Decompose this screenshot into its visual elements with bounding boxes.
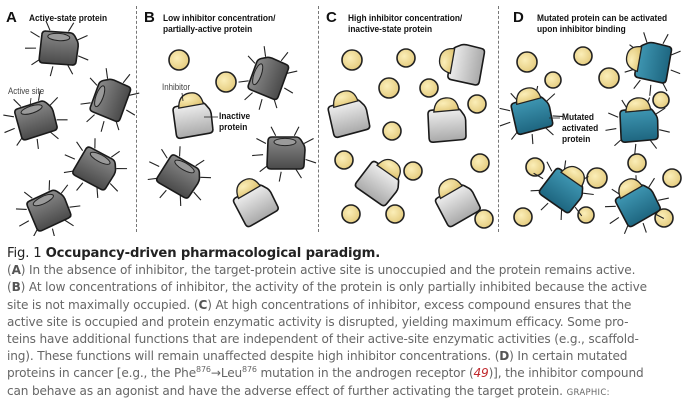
panel-ref-d: D <box>499 349 510 364</box>
figure-illustration: A Active-state protein B Low inhibitor c… <box>3 6 682 236</box>
mutated-protein-label-line2: activated <box>562 123 599 134</box>
caption-line-5: teins have additional functions that are… <box>7 332 639 347</box>
inactive-protein-label-line2: protein <box>219 122 248 133</box>
inactive-protein <box>172 92 214 140</box>
caption-line-2: (B) At low concentrations of inhibitor, … <box>7 280 647 295</box>
panel-title-c-line2: inactive-state protein <box>348 24 433 35</box>
caption-line-8: can behave as an agonist and have the ad… <box>7 383 610 398</box>
inactive-protein <box>438 43 486 86</box>
caption-title: Fig. 1 Occupancy-driven pharmacological … <box>7 245 691 262</box>
inactive-protein-label-line1: Inactive <box>219 111 251 122</box>
caption-line-6: ing). These functions will remain unaffe… <box>7 349 628 364</box>
inhibitor-molecule <box>382 121 402 141</box>
inhibitor-molecule <box>378 77 400 99</box>
inhibitor-molecule <box>470 153 490 173</box>
inhibitor-molecule <box>577 206 595 224</box>
inactive-protein <box>327 90 371 139</box>
inhibitor-molecule <box>516 51 538 73</box>
inactive-protein <box>427 97 467 143</box>
panel-title-b-line2: partially-active protein <box>163 24 253 35</box>
mutated-activated-protein <box>530 160 594 221</box>
inactive-protein <box>232 178 279 228</box>
panel-label-d: D <box>513 9 524 26</box>
inhibitor-molecule <box>385 204 405 224</box>
inhibitor-label: Inhibitor <box>162 82 191 92</box>
panel-ref-c: C <box>198 297 208 312</box>
inhibitor-molecule <box>341 204 361 224</box>
caption-line-4: active site is occupied and protein enzy… <box>7 314 629 329</box>
inhibitor-molecule <box>525 157 545 177</box>
inhibitor-molecule <box>627 153 647 173</box>
caption-line-7: proteins in cancer [e.g., the Phe876→Leu… <box>7 365 644 381</box>
caption-title-text: Occupancy-driven pharmacological paradig… <box>45 246 381 261</box>
active-protein <box>25 20 89 77</box>
inhibitor-molecule <box>598 67 620 89</box>
active-protein <box>3 90 68 149</box>
panel-title-d-line2: upon inhibitor binding <box>537 24 626 35</box>
active-site-label: Active site <box>8 86 45 96</box>
active-site-leader <box>29 97 32 107</box>
mutated-protein-label-line1: Mutated <box>562 112 595 123</box>
inactive-protein <box>434 178 481 228</box>
panel-title-d-line1: Mutated protein can be activated <box>537 13 668 24</box>
inhibitor-molecule <box>334 150 354 170</box>
panel-title-c-line1: High inhibitor concentration/ <box>348 13 463 24</box>
figure-caption: Fig. 1 Occupancy-driven pharmacological … <box>7 245 691 402</box>
inactive-protein <box>354 158 401 207</box>
mutated-activated-protein <box>624 32 681 96</box>
inhibitor-molecule <box>573 46 593 66</box>
inhibitor-molecule <box>419 78 439 98</box>
active-protein <box>80 68 140 132</box>
inhibitor-molecule <box>341 49 363 71</box>
inhibitor-molecule <box>513 207 533 227</box>
reference-link-49[interactable]: 49 <box>473 366 489 381</box>
inhibitor-molecule <box>403 161 423 181</box>
mutated-activated-protein <box>604 175 669 234</box>
panel-ref-a: A <box>11 263 21 278</box>
arrow-icon: → <box>210 366 221 381</box>
caption-fig-label: Fig. 1 <box>7 246 42 261</box>
active-protein <box>252 126 317 182</box>
active-protein <box>63 138 128 198</box>
active-protein <box>147 146 212 207</box>
mutated-activated-protein <box>499 85 564 145</box>
inhibitor-molecule <box>467 94 487 114</box>
panel-divider-bc <box>318 6 319 232</box>
panel-label-c: C <box>326 9 337 26</box>
inhibitor-molecule <box>544 71 562 89</box>
panel-title-a: Active-state protein <box>29 13 108 24</box>
inhibitor-molecule <box>396 48 416 68</box>
inhibitor-molecule <box>652 91 670 109</box>
caption-line-3: site is not maximally occupied. (C) At h… <box>7 297 632 312</box>
panel-divider-ab <box>136 6 137 232</box>
panel-divider-cd <box>498 6 499 232</box>
active-protein <box>238 46 298 110</box>
inhibitor-molecule <box>586 167 608 189</box>
inhibitor-molecule <box>168 49 190 71</box>
panel-label-b: B <box>144 9 155 26</box>
active-protein <box>15 180 81 236</box>
graphic-credit-label: GRAPHIC: <box>566 387 610 398</box>
inhibitor-molecule <box>662 168 682 188</box>
inhibitor-molecule <box>474 209 494 229</box>
caption-line-1: (A) In the absence of inhibitor, the tar… <box>7 263 636 278</box>
panel-label-a: A <box>6 9 17 26</box>
mutated-protein-label-line3: protein <box>562 134 591 145</box>
mutated-activated-protein <box>605 97 670 155</box>
inhibitor-leader <box>181 92 184 102</box>
inhibitor-molecule <box>215 71 237 93</box>
panel-ref-b: B <box>11 280 21 295</box>
panel-title-b-line1: Low inhibitor concentration/ <box>163 13 276 24</box>
figure-drawing <box>3 20 682 236</box>
